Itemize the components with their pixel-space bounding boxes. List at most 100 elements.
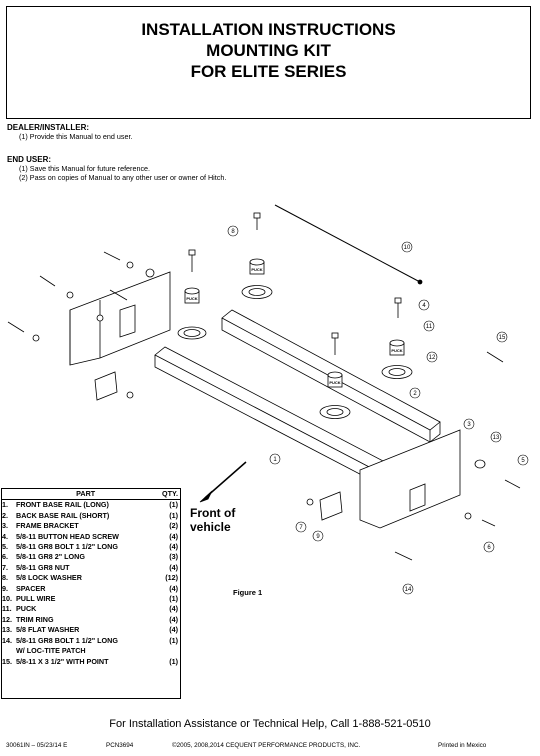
- part-number: [1, 646, 16, 656]
- svg-text:8: 8: [231, 229, 235, 235]
- svg-text:12: 12: [429, 355, 436, 361]
- parts-table-row: 7. 5/8-11 GR8 NUT (4): [1, 563, 181, 573]
- frame-bracket-left: [69, 271, 171, 366]
- part-name: FRONT BASE RAIL (LONG): [16, 500, 109, 510]
- svg-text:6: 6: [487, 545, 491, 551]
- footer-doc-id: 30061IN – 05/23/14 E: [6, 742, 68, 749]
- part-qty: (3): [169, 552, 178, 562]
- svg-text:7: 7: [299, 525, 303, 531]
- front-label-line-2: vehicle: [190, 520, 231, 534]
- exploded-diagram: 1 2 3 4 5 6 7 8 9 10 11 12 13 14 15 PUCK…: [7, 204, 529, 595]
- svg-text:5: 5: [521, 458, 525, 464]
- callout-8: 8: [227, 225, 239, 237]
- callout-6: 6: [483, 541, 495, 553]
- parts-table-row: 11. PUCK (4): [1, 604, 181, 614]
- dealer-heading: DEALER/INSTALLER:: [7, 123, 90, 132]
- part-name: PULL WIRE: [16, 594, 56, 604]
- part-name: W/ LOC-TITE PATCH: [16, 646, 86, 656]
- part-number: 1.: [2, 500, 8, 510]
- parts-table-row: 5.5/8-11 GR8 BOLT 1 1/2" LONG(4): [1, 542, 181, 552]
- part-number: 12.: [2, 614, 12, 624]
- part-name: BACK BASE RAIL (SHORT): [16, 510, 110, 520]
- callout-1: 1: [269, 453, 281, 465]
- part-number: 3.: [2, 521, 8, 531]
- arrow-head: [199, 490, 213, 503]
- svg-text:1: 1: [273, 457, 277, 463]
- right-fasteners: [306, 351, 521, 561]
- parts-table-row: 12.TRIM RING(4): [1, 615, 181, 625]
- part-name: SPACER: [16, 583, 46, 593]
- part-qty: (4): [169, 562, 178, 572]
- callout-7: 7: [295, 521, 307, 533]
- parts-table-row: 8.5/8 LOCK WASHER(12): [1, 573, 181, 583]
- parts-table-row: 9.SPACER(4): [1, 584, 181, 594]
- parts-table: PART QTY. 1. FRONT BASE RAIL (LONG) (1) 2. B…: [1, 489, 181, 667]
- svg-text:2: 2: [413, 391, 417, 397]
- part-name: 5/8-11 X 3 1/2" WITH POINT: [16, 656, 109, 666]
- part-number: 13.: [2, 625, 12, 635]
- svg-text:10: 10: [404, 245, 411, 251]
- pull-wire: [274, 204, 421, 283]
- part-qty: (12): [165, 573, 178, 583]
- parts-table-row: W/ LOC-TITE PATCH: [1, 646, 181, 656]
- title-box: INSTALLATION INSTRUCTIONS MOUNTING KIT F…: [6, 6, 531, 119]
- part-qty: (4): [169, 604, 178, 614]
- part-number: 14.: [2, 635, 12, 645]
- part-number: 5.: [2, 542, 8, 552]
- callout-14: 14: [402, 583, 414, 595]
- left-fasteners: [7, 251, 155, 399]
- puck-label: PUCK: [391, 348, 402, 353]
- parts-table-row: 14.5/8-11 GR8 BOLT 1 1/2" LONG(1): [1, 636, 181, 646]
- parts-table-row: 10.PULL WIRE(1): [1, 594, 181, 604]
- footer-printed: Printed in Mexico: [438, 742, 487, 749]
- part-name: 5/8-11 GR8 NUT: [16, 562, 70, 572]
- part-number: 8.: [2, 573, 8, 583]
- callout-9: 9: [312, 530, 324, 542]
- figure-label: Figure 1: [233, 588, 263, 597]
- title-line-1: INSTALLATION INSTRUCTIONS: [141, 20, 396, 39]
- header-part: PART: [16, 489, 156, 501]
- end-user-item: (2) Pass on copies of Manual to any othe…: [19, 173, 227, 182]
- dealer-section: DEALER/INSTALLER: (1) Provide this Manua…: [7, 123, 132, 141]
- part-qty: (1): [169, 510, 178, 520]
- callout-15: 15: [496, 331, 508, 343]
- part-name: FRAME BRACKET: [16, 521, 79, 531]
- right-plate: [319, 491, 343, 521]
- parts-table-row: 6. 5/8-11 GR8 2" LONG (3): [1, 552, 181, 562]
- title-line-3: FOR ELITE SERIES: [190, 62, 347, 81]
- part-number: 6.: [2, 552, 8, 562]
- button-head-screws: [188, 212, 402, 355]
- part-number: 2.: [2, 510, 8, 520]
- header-qty: QTY.: [155, 489, 181, 501]
- footer-copyright: ©2005, 2008,2014 CEQUENT PERFORMANCE PRO…: [172, 742, 361, 749]
- part-name: 5/8-11 GR8 2" LONG: [16, 552, 85, 562]
- footer-pcn: PCN3694: [106, 742, 134, 749]
- part-number: 4.: [2, 531, 8, 541]
- callout-13: 13: [490, 431, 502, 443]
- callout-10: 10: [401, 241, 413, 253]
- back-base-rail: [221, 309, 441, 443]
- front-of-vehicle-label: Front of vehicle: [190, 506, 235, 534]
- part-qty: (1): [169, 656, 178, 666]
- part-number: 11.: [2, 604, 12, 614]
- pull-wire-end: [417, 279, 423, 285]
- part-qty: [155, 646, 181, 656]
- part-name: 5/8 FLAT WASHER: [16, 625, 80, 635]
- part-number: 7.: [2, 562, 8, 572]
- end-user-section: END USER: (1) Save this Manual for futur…: [7, 155, 226, 182]
- part-qty: (2): [169, 521, 178, 531]
- front-base-rail: [154, 346, 386, 483]
- svg-text:9: 9: [316, 534, 320, 540]
- end-user-heading: END USER:: [7, 155, 52, 164]
- puck-label: PUCK: [251, 267, 262, 272]
- part-number: 10.: [2, 594, 12, 604]
- svg-text:3: 3: [467, 422, 471, 428]
- part-qty: (4): [169, 614, 178, 624]
- part-qty: (1): [169, 500, 178, 510]
- callout-11: 11: [423, 320, 435, 332]
- front-label-line-1: Front of: [190, 506, 236, 520]
- puck-label: PUCK: [329, 380, 340, 385]
- svg-text:13: 13: [493, 435, 500, 441]
- part-name: PUCK: [16, 604, 37, 614]
- callout-4: 4: [418, 299, 430, 311]
